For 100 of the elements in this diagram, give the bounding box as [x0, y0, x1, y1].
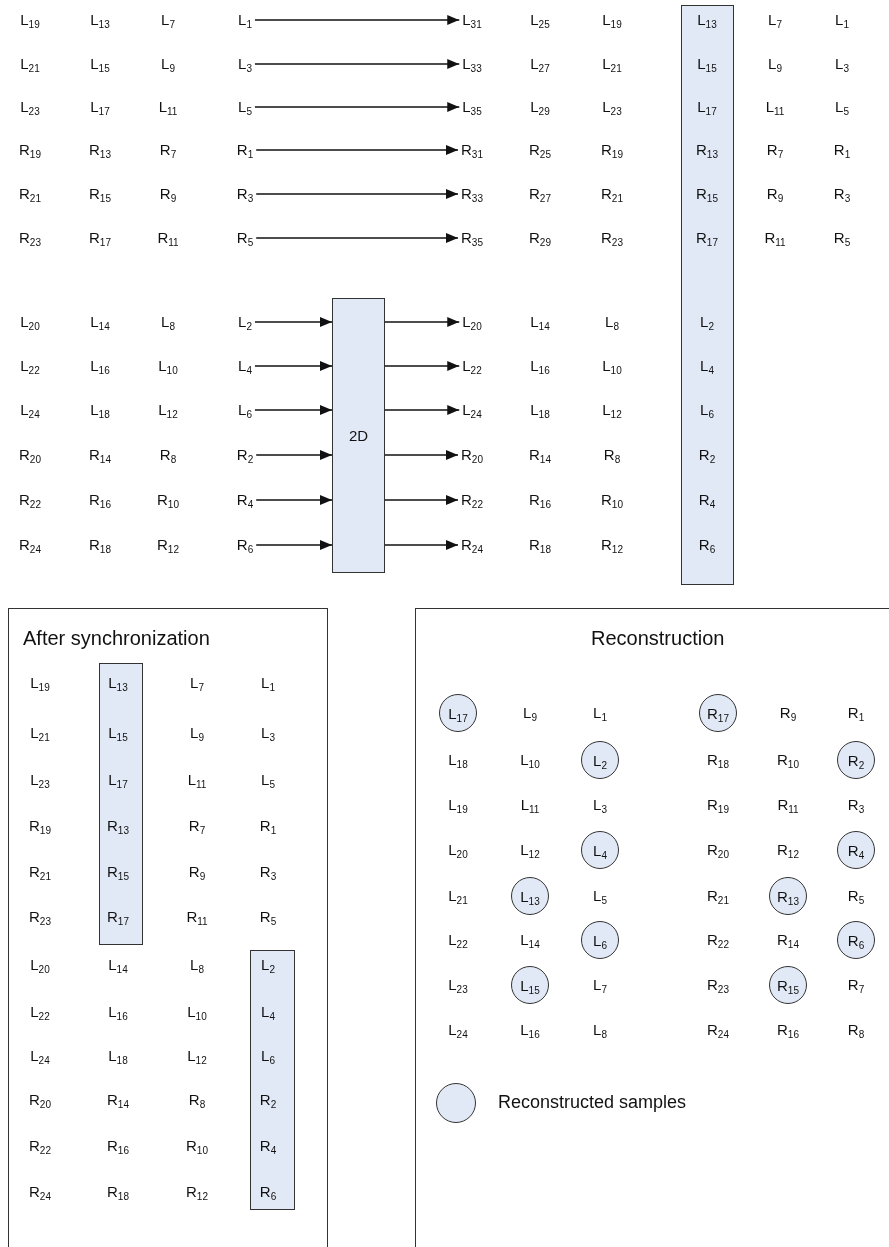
grid-label: R$_{11}$	[157, 229, 179, 247]
grid-label: L$_{19}$	[20, 11, 40, 29]
grid-label: R$_{24}$	[707, 1021, 729, 1039]
grid-label: L$_{1}$	[261, 674, 275, 692]
sample-label: L$_{6}$	[261, 1047, 275, 1065]
grid-label: R$_{12}$	[157, 536, 179, 554]
sample-label: R$_{2}$	[235, 445, 255, 465]
sample-label: L$_{6}$	[237, 400, 253, 420]
grid-label: L$_{22}$	[448, 931, 468, 949]
sample-label: R$_{4}$	[235, 490, 255, 510]
grid-label: R$_{10}$	[777, 751, 799, 769]
grid-label: L$_{8}$	[605, 313, 619, 331]
grid-label: L$_{7}$	[593, 976, 607, 994]
grid-label: R$_{3}$	[833, 185, 851, 203]
grid-label: L$_{13}$	[90, 11, 110, 29]
grid-label: R$_{7}$	[188, 817, 206, 835]
grid-label: L$_{10}$	[187, 1003, 207, 1021]
reconstructed-sample-circle: L$_{4}$	[581, 831, 619, 869]
reconstructed-sample-circle: L$_{13}$	[511, 877, 549, 915]
sample-label: L$_{4}$	[700, 357, 714, 375]
panel-title: After synchronization	[23, 627, 210, 650]
grid-label: L$_{23}$	[448, 976, 468, 994]
grid-label: L$_{8}$	[593, 1021, 607, 1039]
grid-label: L$_{12}$	[520, 841, 540, 859]
sample-label: L$_{2}$	[237, 312, 253, 332]
arrow	[254, 317, 333, 327]
grid-label: L$_{23}$	[602, 98, 622, 116]
grid-label: L$_{10}$	[158, 357, 178, 375]
sample-label: L$_{15}$	[697, 55, 717, 73]
panel-title: Reconstruction	[591, 627, 725, 650]
grid-label: L$_{24}$	[20, 401, 40, 419]
grid-label: L$_{15}$	[90, 55, 110, 73]
sample-label: R$_{6}$	[235, 535, 255, 555]
grid-label: L$_{19}$	[602, 11, 622, 29]
arrow	[254, 59, 460, 69]
grid-label: R$_{21}$	[601, 185, 623, 203]
grid-label: R$_{5}$	[847, 887, 865, 905]
grid-label: L$_{16}$	[108, 1003, 128, 1021]
grid-label: R$_{23}$	[29, 908, 51, 926]
grid-label: R$_{7}$	[847, 976, 865, 994]
arrow	[254, 405, 333, 415]
grid-label: R$_{21}$	[707, 887, 729, 905]
grid-label: R$_{20}$	[19, 446, 41, 464]
grid-label: L$_{11}$	[187, 771, 207, 789]
reconstructed-sample-circle: L$_{15}$	[511, 966, 549, 1004]
sample-label: L$_{2}$	[261, 956, 275, 974]
grid-label: R$_{8}$	[847, 1021, 865, 1039]
grid-label: R$_{12}$	[186, 1183, 208, 1201]
sample-label: R$_{13}$	[107, 817, 129, 835]
grid-label: R$_{14}$	[529, 446, 551, 464]
sample-label: R$_{15}$	[696, 185, 718, 203]
grid-label: R$_{24}$	[29, 1183, 51, 1201]
grid-label: L$_{29}$	[530, 98, 550, 116]
grid-label: R$_{8}$	[603, 446, 621, 464]
grid-label: L$_{3}$	[835, 55, 849, 73]
reconstructed-sample-circle: L$_{17}$	[439, 694, 477, 732]
grid-label: R$_{11}$	[764, 229, 786, 247]
grid-label: R$_{8}$	[159, 446, 177, 464]
sample-label: L$_{3}$	[237, 54, 253, 74]
grid-label: L$_{7}$	[190, 674, 204, 692]
grid-label: L$_{21}$	[30, 724, 50, 742]
grid-label: L$_{22}$	[20, 357, 40, 375]
arrow	[384, 361, 460, 371]
sample-label: R$_{4}$	[259, 1137, 277, 1155]
arrow	[255, 233, 459, 243]
grid-label: L$_{17}$	[90, 98, 110, 116]
reconstructed-sample-circle: R$_{13}$	[769, 877, 807, 915]
grid-label: L$_{23}$	[20, 98, 40, 116]
arrow	[384, 540, 459, 550]
grid-label: L$_{14}$	[108, 956, 128, 974]
sample-label: R$_{4}$	[698, 491, 716, 509]
grid-label: R$_{9}$	[188, 863, 206, 881]
grid-label: R$_{22}$	[19, 491, 41, 509]
arrow	[384, 405, 460, 415]
grid-label: L$_{7}$	[768, 11, 782, 29]
grid-label: L$_{5}$	[835, 98, 849, 116]
grid-label: L$_{21}$	[20, 55, 40, 73]
sample-label: R$_{6}$	[259, 1183, 277, 1201]
grid-label: R$_{12}$	[777, 841, 799, 859]
grid-label: L$_{20}$	[20, 313, 40, 331]
grid-label: L$_{21}$	[448, 887, 468, 905]
grid-label: R$_{19}$	[19, 141, 41, 159]
grid-label: L$_{5}$	[261, 771, 275, 789]
sample-label: L$_{31}$	[461, 10, 483, 30]
grid-label: L$_{14}$	[520, 931, 540, 949]
grid-label: L$_{18}$	[108, 1047, 128, 1065]
grid-label: R$_{3}$	[847, 796, 865, 814]
grid-label: R$_{11}$	[777, 796, 799, 814]
grid-label: R$_{9}$	[159, 185, 177, 203]
grid-label: L$_{7}$	[161, 11, 175, 29]
grid-label: R$_{24}$	[19, 536, 41, 554]
grid-label: L$_{3}$	[593, 796, 607, 814]
grid-label: R$_{19}$	[29, 817, 51, 835]
grid-label: R$_{10}$	[157, 491, 179, 509]
grid-label: L$_{16}$	[530, 357, 550, 375]
grid-label: R$_{20}$	[29, 1091, 51, 1109]
arrow	[255, 495, 333, 505]
sample-label: R$_{17}$	[107, 908, 129, 926]
reconstructed-sample-circle: L$_{2}$	[581, 741, 619, 779]
grid-label: L$_{9}$	[190, 724, 204, 742]
